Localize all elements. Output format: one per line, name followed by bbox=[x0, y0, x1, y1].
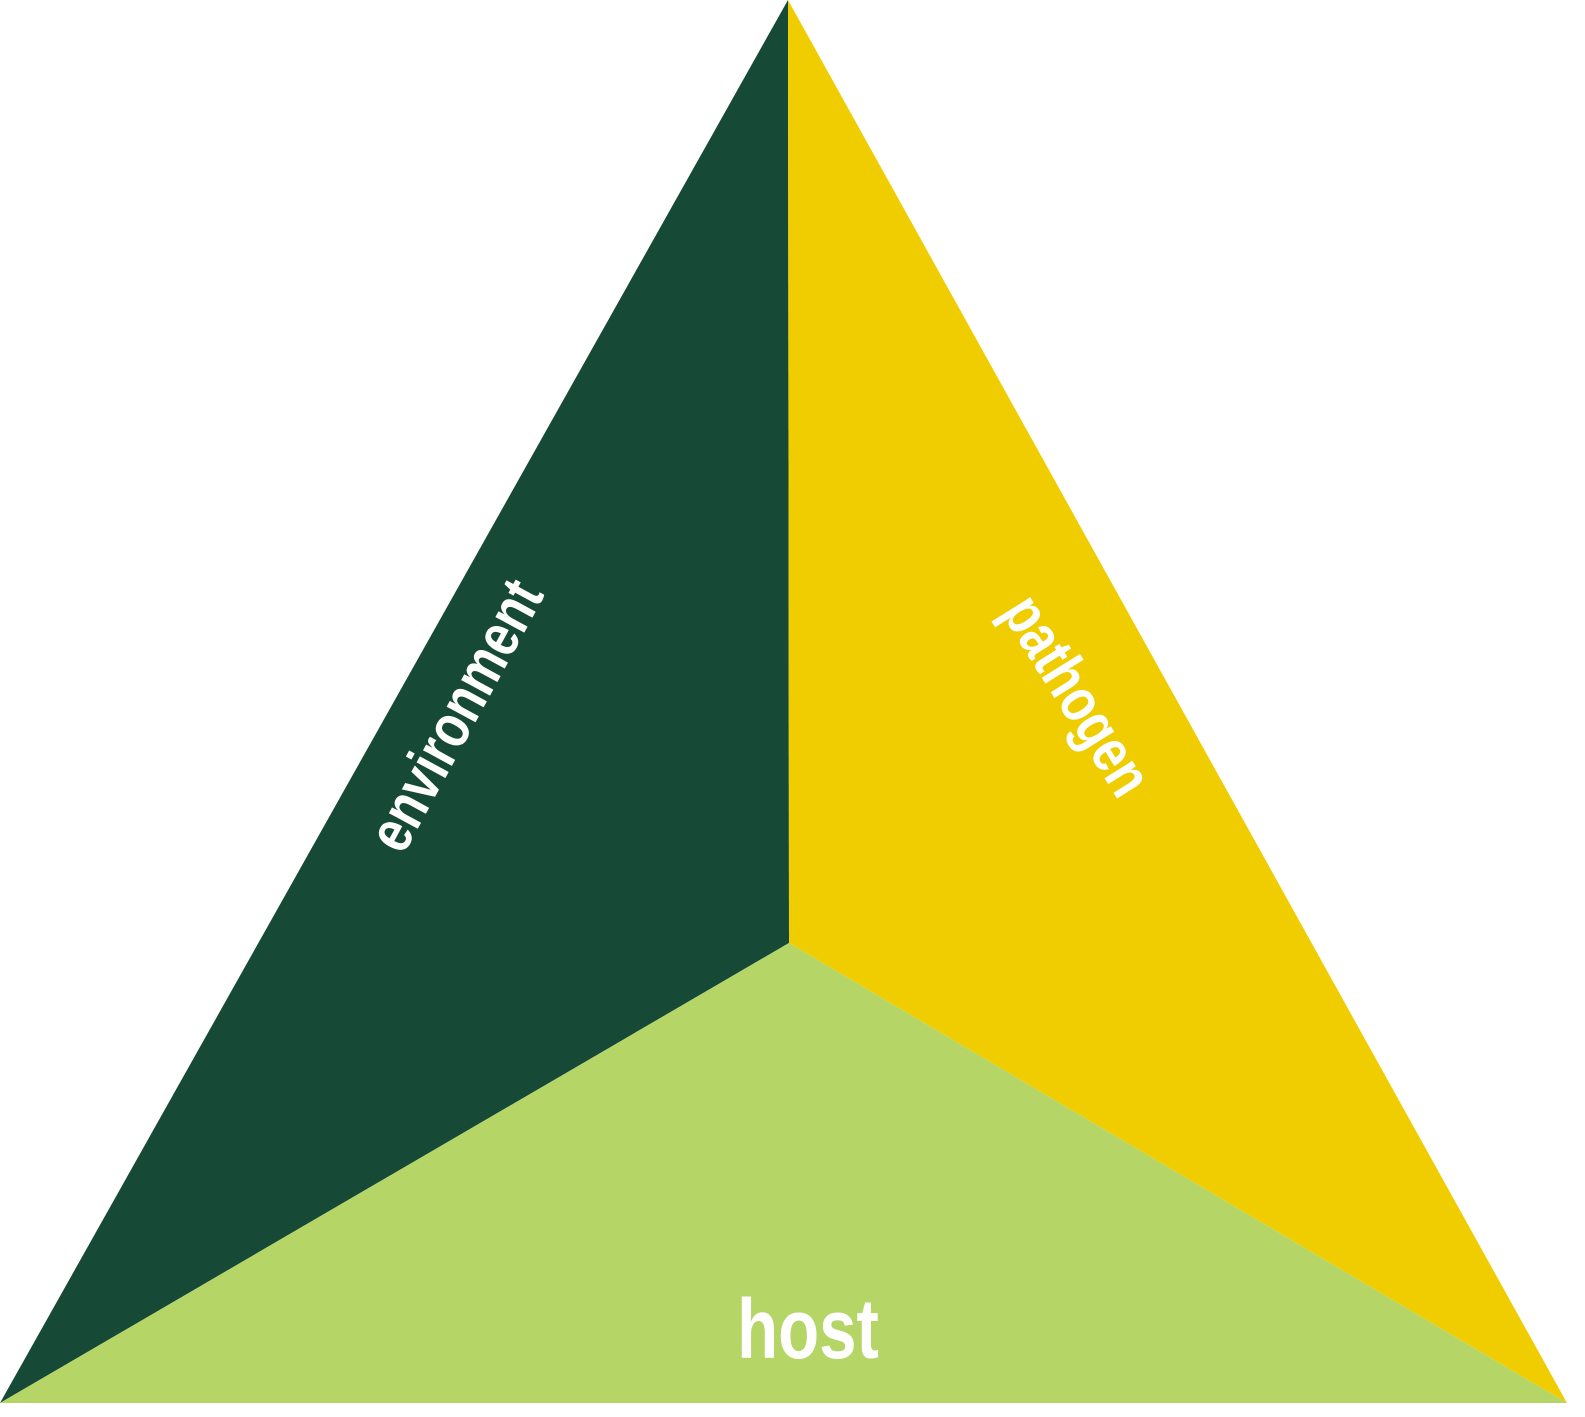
environment-segment bbox=[0, 0, 789, 1403]
host-label: host bbox=[737, 1283, 879, 1377]
host-segment bbox=[0, 943, 1567, 1403]
pathogen-segment bbox=[788, 0, 1567, 1403]
